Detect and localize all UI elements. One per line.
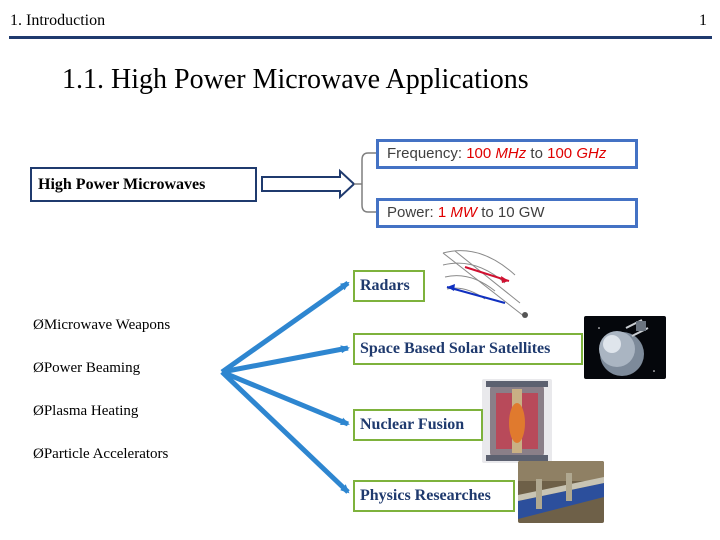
- bullet-arrow-icon: Ø: [33, 403, 44, 419]
- power-to: 10 GW: [497, 204, 545, 221]
- list-item: ØParticle Accelerators: [33, 446, 169, 462]
- application-nuclear-fusion: Nuclear Fusion: [353, 409, 483, 441]
- list-item: ØPlasma Heating: [33, 403, 139, 419]
- application-physics-researches: Physics Researches: [353, 480, 515, 512]
- application-radars: Radars: [353, 270, 425, 302]
- block-arrow: [261, 168, 356, 200]
- page-title: 1.1. High Power Microwave Applications: [62, 64, 529, 95]
- bracket-connector: [354, 152, 376, 213]
- hpm-box: High Power Microwaves: [30, 167, 257, 202]
- bullet-arrow-icon: Ø: [33, 446, 44, 462]
- particle-accelerator-image: [518, 461, 604, 523]
- frequency-from: 100 MHz: [466, 145, 527, 162]
- solar-satellite-image: [584, 316, 666, 379]
- list-item: ØPower Beaming: [33, 360, 141, 376]
- frequency-label: Frequency:: [387, 145, 463, 162]
- list-item: ØMicrowave Weapons: [33, 317, 171, 333]
- tokamak-image: [482, 379, 552, 463]
- power-label: Power:: [387, 204, 434, 221]
- frequency-to-word: to: [530, 145, 543, 162]
- header-rule: [9, 36, 712, 39]
- application-arrows: [220, 280, 350, 494]
- frequency-box: Frequency: 100 MHz to 100 GHz: [376, 139, 638, 169]
- radar-sweep-icon: [442, 250, 528, 318]
- bullet-arrow-icon: Ø: [33, 360, 44, 376]
- bullet-arrow-icon: Ø: [33, 317, 44, 333]
- power-box: Power: 1 MW to 10 GW: [376, 198, 638, 228]
- frequency-to: 100 GHz: [547, 145, 607, 162]
- section-header: 1. Introduction: [10, 12, 106, 29]
- power-to-word: to: [481, 204, 494, 221]
- application-solar-satellites: Space Based Solar Satellites: [353, 333, 583, 365]
- power-from: 1 MW: [437, 204, 478, 221]
- page-number: 1: [699, 12, 707, 29]
